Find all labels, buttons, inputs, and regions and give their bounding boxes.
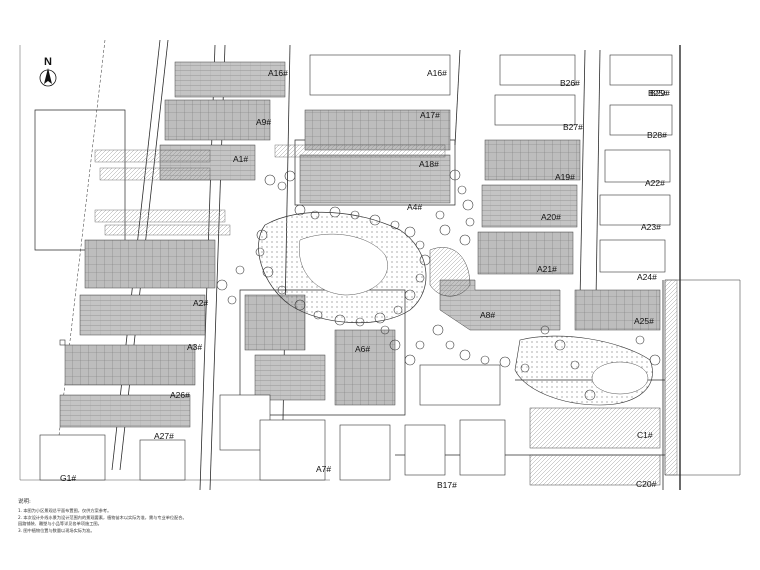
label-a25: A25# <box>634 316 654 326</box>
notes-line-1: 1. 本图为小区景观总平面布置图，仅供方案参考。 <box>18 508 112 513</box>
label-a22: A22# <box>645 178 665 188</box>
label-b25: B25# <box>648 88 668 98</box>
label-c20: C20# <box>636 479 657 489</box>
buildings-left <box>59 61 286 428</box>
north-arrow-icon: N <box>39 56 57 87</box>
label-a16-west: A16# <box>268 68 288 78</box>
label-a27: A27# <box>154 431 174 441</box>
label-b28: B28# <box>647 130 667 140</box>
notes-line-4: 3. 图中植物位置与数量以现场实际为准。 <box>18 527 95 533</box>
label-a6: A6# <box>355 344 370 354</box>
label-a21: A21# <box>537 264 557 274</box>
label-a23: A23# <box>641 222 661 232</box>
label-a16-east: A16# <box>427 68 447 78</box>
label-a26: A26# <box>170 390 190 400</box>
design-notes: 说明: 1. 本图为小区景观总平面布置图，仅供方案参考。 2. 本次设计外线水景… <box>18 497 378 534</box>
label-a3: A3# <box>187 342 202 352</box>
label-a19: A19# <box>555 172 575 182</box>
label-a8: A8# <box>480 310 495 320</box>
villa-outlines <box>39 54 673 481</box>
central-park <box>258 211 653 406</box>
label-a9: A9# <box>256 117 271 127</box>
label-a17: A17# <box>420 110 440 120</box>
label-a24: A24# <box>637 272 657 282</box>
tree-clusters <box>216 169 661 401</box>
label-g1: G1# <box>60 473 76 483</box>
label-b27: B27# <box>563 122 583 132</box>
label-c1: C1# <box>637 430 653 440</box>
notes-line-2: 2. 本次设计外线水景为设计范围内的景观要素，植物苗木以实际为准，需与专业单位配… <box>18 514 187 520</box>
building-labels: A16# A16# A17# A18# A19# A1# A2# A3# A4#… <box>60 68 670 490</box>
north-label: N <box>44 56 52 68</box>
notes-line-3: 园路铺装、雕塑与小品等详见各单项施工图。 <box>18 521 102 527</box>
buildings-center <box>244 109 661 486</box>
notes-title: 说明: <box>18 499 31 505</box>
label-a4: A4# <box>407 202 422 212</box>
label-a1: A1# <box>233 154 248 164</box>
label-b29: B29# <box>650 88 670 98</box>
label-a2: A2# <box>193 298 208 308</box>
label-a18: A18# <box>419 159 439 169</box>
label-a7: A7# <box>316 464 331 474</box>
paving-strips <box>94 144 678 476</box>
label-b26: B26# <box>560 78 580 88</box>
label-b17: B17# <box>437 480 457 490</box>
label-a20: A20# <box>541 212 561 222</box>
